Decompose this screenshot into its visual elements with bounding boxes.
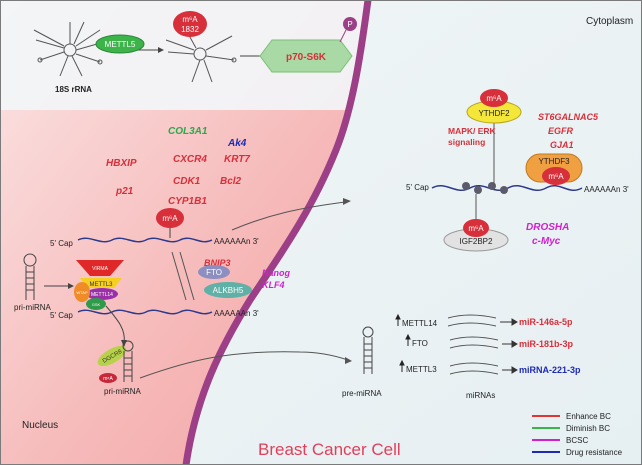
m6a-ythdf3-node (542, 167, 570, 185)
gene-bcl2: Bcl2 (220, 176, 242, 187)
gene-klf4: KLF4 (262, 280, 285, 290)
mrna-tail-1: AAAAAAn 3' (214, 237, 259, 246)
reversible-arrow-b (179, 251, 195, 301)
phospho-node (343, 17, 357, 31)
ythdf2-label: YTHDF2 (478, 109, 510, 118)
m6a-1832-node (173, 11, 207, 37)
rrna-structure-right (165, 29, 237, 83)
legend-bcsc: BCSC (566, 436, 588, 445)
reg-mettl14: METTL14 (402, 319, 438, 328)
nucleus-label: Nucleus (22, 420, 58, 431)
mettl14-complex-label: METTL14 (91, 292, 113, 298)
mettl3-complex-label: METTL3 (89, 282, 113, 288)
fto-node (198, 265, 230, 279)
gene-ak4: Ak4 (227, 138, 247, 149)
phospho-link (339, 29, 347, 43)
gene-cdk1: CDK1 (173, 176, 201, 187)
cyto-mrna-strand (431, 185, 583, 191)
ribosomes (462, 182, 508, 194)
wtap-label: WTAP (76, 290, 88, 295)
mrna-cap-2: 5' Cap (50, 311, 73, 320)
mettl5-label: METTL5 (105, 40, 136, 49)
p70s6k-node (259, 39, 353, 73)
gene-c-myc: c-Myc (532, 236, 561, 247)
export-arrow-mirna (139, 351, 349, 379)
m6a-ythdf2-node (480, 89, 508, 107)
cytoplasm-label: Cytoplasm (586, 16, 633, 27)
p70s6k-label: p70-S6K (286, 52, 327, 63)
phospho-label: P (347, 20, 352, 29)
reg-mettl3: METTL3 (406, 365, 437, 374)
legend-diminish: Diminish BC (566, 424, 610, 433)
mirna-duplexes (447, 314, 499, 375)
mrna-tail-2: AAAAAAn 3' (214, 309, 259, 318)
cyto-mrna-tail: AAAAAAn 3' (584, 185, 629, 194)
mettl5-node (95, 34, 145, 54)
gene-hbxip: HBXIP (106, 158, 137, 169)
nuclear-membrane (182, 0, 372, 465)
gene-nanog: Nanog (262, 268, 291, 278)
pri-mirna-hairpin (23, 253, 37, 300)
alkbh5-label: ALKBH5 (213, 286, 244, 295)
reg-fto: FTO (412, 339, 428, 348)
m6a-nuclear-label: m⁶A (162, 214, 178, 223)
mir-146a-5p: miR-146a-5p (519, 317, 573, 327)
pri-mirna-label-1: pri-miRNA (14, 303, 52, 312)
writer-complex: VIRMA METTL3 METTL14 WTAP GSK (74, 260, 124, 310)
mirna-221-3p: miRNA-221-3p (519, 365, 581, 375)
mirnas-label: miRNAs (466, 391, 495, 400)
m6a-ythdf2-label: m⁶A (486, 94, 502, 103)
export-arrow-mrna (231, 201, 346, 231)
upper-band (0, 0, 368, 110)
pri-mirna-label-2: pri-miRNA (104, 387, 142, 396)
m6a-pri-node (99, 373, 117, 383)
ythdf3-label: YTHDF3 (538, 157, 570, 166)
gene-mapk-erk: MAPK/ ERK (448, 126, 497, 136)
cyto-mrna-cap: 5' Cap (406, 183, 429, 192)
fto-label: FTO (206, 268, 222, 277)
m6a-nuclear-node (156, 208, 184, 228)
reversible-arrow-a (171, 251, 187, 301)
pre-mirna-label: pre-miRNA (342, 389, 382, 398)
mrna-strand-1 (77, 237, 213, 243)
legend-enhance: Enhance BC (566, 412, 611, 421)
gene-st6galnac5: ST6GALNAC5 (538, 112, 599, 122)
gene-bnip3: BNIP3 (204, 258, 231, 268)
m6a-ythdf3-label: m⁶A (548, 172, 564, 181)
gene-drosha: DROSHA (526, 222, 569, 233)
gene-cyp1b1: CYP1B1 (168, 196, 207, 207)
mir-181b-3p: miR-181b-3p (519, 339, 574, 349)
gene-egfr: EGFR (548, 126, 574, 136)
gene-p21: p21 (115, 186, 134, 197)
up-arrows (395, 313, 411, 372)
m6a-position: 1832 (181, 25, 199, 34)
m6a-igf2bp2-label: m⁶A (468, 224, 484, 233)
nucleus-region (0, 0, 368, 465)
virma-label: VIRMA (92, 266, 109, 272)
gene-cxcr4: CXCR4 (173, 154, 207, 165)
mirna-arrows (500, 318, 518, 374)
mrna-cap-1: 5' Cap (50, 239, 73, 248)
igf2bp2-label: IGF2BP2 (460, 237, 493, 246)
gsk-label: GSK (92, 302, 101, 307)
legend-drug-resistance: Drug resistance (566, 448, 623, 457)
pre-mirna-hairpin (362, 326, 374, 374)
gene-col3a1: COL3A1 (168, 126, 208, 137)
m6a-label: m⁶A (182, 15, 198, 24)
m6a-pri-label: m⁶A (103, 376, 113, 382)
rrna-label: 18S rRNA (55, 85, 92, 94)
cell-title: Breast Cancer Cell (258, 440, 401, 459)
gene-krt7: KRT7 (224, 154, 250, 165)
mrna-strand-2 (77, 309, 213, 315)
m6a-igf2bp2-node (463, 219, 489, 237)
gene-signaling: signaling (448, 137, 485, 147)
pri-mirna-hairpin-2 (122, 340, 134, 382)
to-dgcr8-arrow (105, 305, 125, 343)
legend: Enhance BC Diminish BC BCSC Drug resista… (532, 412, 623, 457)
alkbh5-node (204, 282, 252, 298)
gene-gja1: GJA1 (550, 140, 574, 150)
